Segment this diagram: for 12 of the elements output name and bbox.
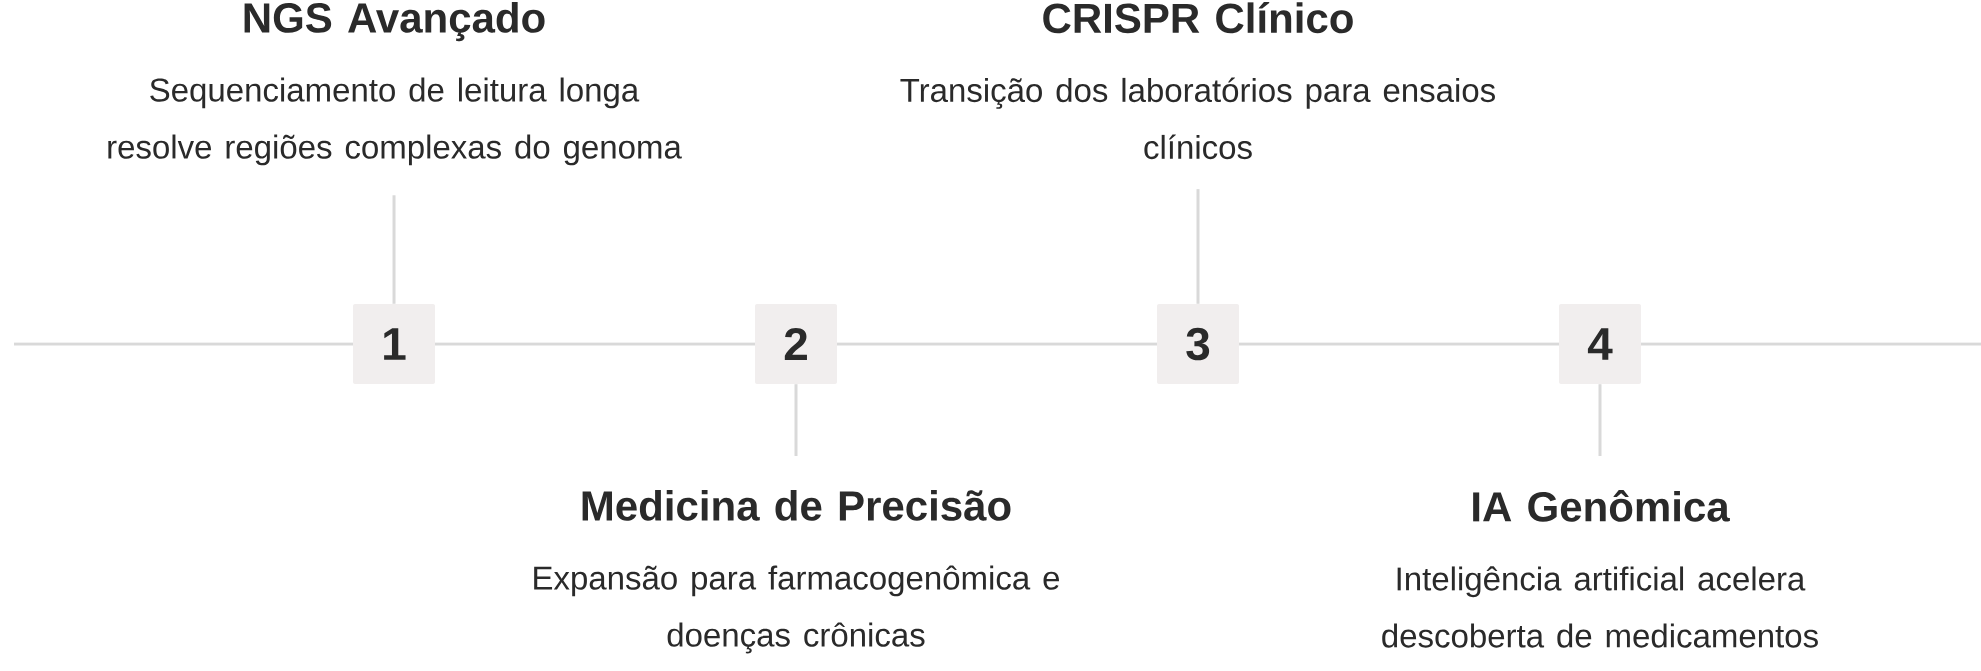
milestone-text: Medicina de Precisão Expansão para farmacogenômica e doenças crônicas xyxy=(534,490,1059,654)
milestone-text: IA Genômica Inteligência artificial acelera descoberta de medicamentos xyxy=(1382,490,1818,648)
number-box: 3 xyxy=(1157,304,1239,384)
leader-line xyxy=(392,195,396,304)
number-box: 4 xyxy=(1559,304,1641,384)
leader-line xyxy=(1196,189,1200,304)
leader-line xyxy=(1598,384,1602,456)
milestone-text: CRISPR Clínico Transição dos laboratórios para ensaios clínicos xyxy=(900,2,1495,160)
milestone-text: NGS Avançado Sequenciamento de leitura longa resolve regiões complexas do genoma xyxy=(108,2,682,166)
number-box: 2 xyxy=(755,304,837,384)
number-box: 1 xyxy=(353,304,435,384)
leader-line xyxy=(794,384,798,456)
